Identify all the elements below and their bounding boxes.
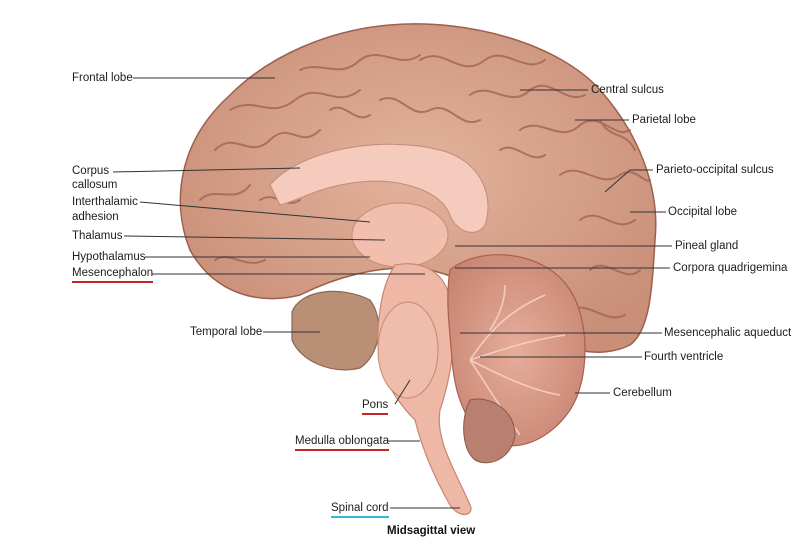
label-interthalamic-line2: adhesion xyxy=(72,211,119,223)
pons-shape xyxy=(377,301,439,399)
label-interthalamic-line1: Interthalamic xyxy=(72,196,138,208)
label-medulla-oblongata: Medulla oblongata xyxy=(295,435,389,451)
label-thalamus: Thalamus xyxy=(72,230,123,242)
label-temporal-lobe: Temporal lobe xyxy=(190,326,263,338)
label-mesencephalon: Mesencephalon xyxy=(72,267,154,283)
label-corpora-quadrigemina: Corpora quadrigemina xyxy=(673,262,788,274)
label-pons: Pons xyxy=(362,399,389,415)
label-pineal-gland: Pineal gland xyxy=(675,240,739,252)
label-cerebellum: Cerebellum xyxy=(613,387,672,399)
label-parieto-occipital-sulcus: Parieto-occipital sulcus xyxy=(656,164,774,176)
label-spinal-cord: Spinal cord xyxy=(331,502,389,518)
label-hypothalamus: Hypothalamus xyxy=(72,251,146,263)
label-mesencephalic-aqueduct: Mesencephalic aqueduct xyxy=(664,327,792,339)
arbor-vitae xyxy=(469,284,566,436)
label-corpus-callosum-line2: callosum xyxy=(72,179,118,191)
leader-lines xyxy=(112,77,672,509)
label-frontal-lobe: Frontal lobe xyxy=(72,72,133,84)
corpus-callosum-shape xyxy=(269,143,489,233)
temporal-lobe-shape xyxy=(291,290,380,371)
label-central-sulcus: Central sulcus xyxy=(591,84,664,96)
figure-caption: Midsagittal view xyxy=(387,525,476,537)
label-corpus-callosum-line1: Corpus xyxy=(72,165,110,177)
label-fourth-ventricle: Fourth ventricle xyxy=(644,351,724,363)
label-occipital-lobe: Occipital lobe xyxy=(668,206,738,218)
cerebellum-lower-lobe xyxy=(463,398,516,464)
label-parietal-lobe: Parietal lobe xyxy=(632,114,696,126)
